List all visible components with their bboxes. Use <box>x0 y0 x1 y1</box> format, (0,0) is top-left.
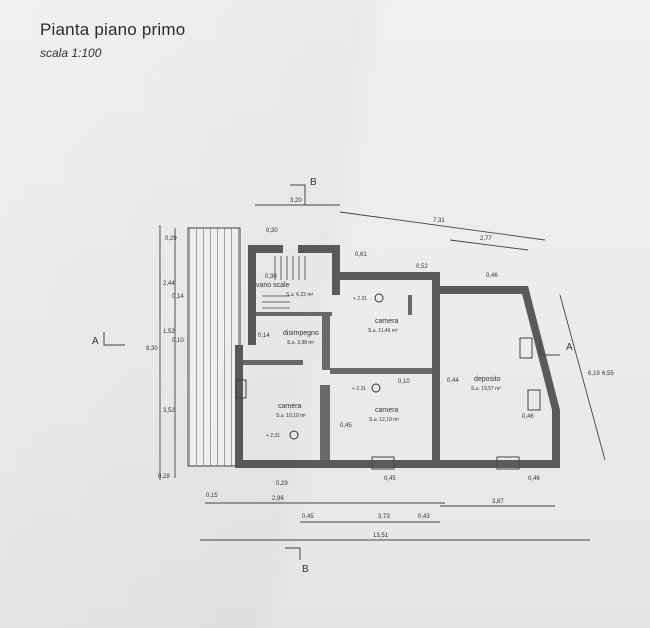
dim-left-3-52: 3,52 <box>163 408 175 414</box>
room-disimpegno-area: S.u. 3,98 m² <box>287 340 315 346</box>
dim-int-0-10: 0,10 <box>398 379 410 385</box>
dim-left-0-10: 0,10 <box>172 338 184 344</box>
wall-camera-north <box>332 272 432 280</box>
wall-disimpegno-south <box>243 360 303 365</box>
internal-stair <box>262 256 306 309</box>
wall-deposito-north <box>440 286 522 294</box>
wall-disimpegno-east <box>322 312 330 370</box>
level-marker-icon <box>374 293 384 303</box>
section-b-top-arrow <box>290 184 306 205</box>
dim-int-0-30-a: 0,30 <box>266 228 278 234</box>
dim-right-6-19: 6,19 <box>588 371 600 377</box>
room-disimpegno-name: disimpegno <box>283 330 319 337</box>
outer-walls <box>235 245 560 468</box>
window-s1 <box>371 456 395 470</box>
wall-south <box>235 460 440 468</box>
external-staircase-hatch <box>187 227 241 467</box>
room-vano-scale-name: vano scale <box>256 282 290 289</box>
dim-int-0-61: 0,61 <box>355 252 367 258</box>
room-camera-sw-area: S.u. 10,10 m² <box>276 413 306 419</box>
wall-west-upper <box>248 245 256 345</box>
dim-left-8-30: 8,30 <box>146 346 158 352</box>
room-camera-s-area: S.u. 12,19 m² <box>369 417 399 423</box>
room-vano-scale-area: S.u. 6,22 m² <box>286 292 314 298</box>
dim-bottom-0-43: 0,43 <box>418 514 430 520</box>
dim-int-0-52: 0,52 <box>416 264 428 270</box>
dim-int-0-30-b: 0,30 <box>265 274 277 280</box>
room-deposito-area: S.u. 19,57 m² <box>471 386 501 392</box>
dim-int-0-44: 0,44 <box>447 378 459 384</box>
wall-camera-sw-east <box>320 385 330 460</box>
drawing-title: Pianta piano primo <box>40 20 186 39</box>
dim-bottom-2-96: 2,96 <box>272 496 284 502</box>
dim-left-1-52: 1,52 <box>163 329 175 335</box>
dim-bottom-0-45: 0,45 <box>302 514 314 520</box>
section-a-left-arrow <box>103 332 125 346</box>
dim-int-0-45-a: 0,45 <box>340 423 352 429</box>
level-marks: + 2.31 + 2.31 + 2.31 <box>266 293 384 440</box>
dim-right-6-55: 6,55 <box>602 371 614 377</box>
wall-stair-landing <box>256 312 332 316</box>
section-a-left-label: A <box>92 336 99 347</box>
dim-bottom-13-51: 13,51 <box>373 533 389 539</box>
dim-left-0-14: 0,14 <box>172 294 184 300</box>
dim-left-2-44: 2,44 <box>163 281 175 287</box>
window-s2 <box>496 456 520 470</box>
wall-north-mid <box>298 245 340 253</box>
window-w1 <box>235 379 247 399</box>
dim-int-0-46-a: 0,46 <box>486 273 498 279</box>
level-2: + 2.31 <box>352 386 366 392</box>
dim-top-2-77: 2,77 <box>480 236 492 242</box>
wall-stair-east-upper <box>332 245 340 295</box>
windows <box>235 337 541 470</box>
level-3: + 2.31 <box>266 433 280 439</box>
interior-walls <box>243 295 432 460</box>
room-camera-north-name: camera <box>375 318 398 325</box>
dim-top-3-20: 3,20 <box>290 198 302 204</box>
section-a-right-arrow <box>539 340 560 356</box>
dimension-texts: 3,20 7,31 2,77 8,30 0,29 2,44 0,14 1,52 … <box>146 198 614 539</box>
section-a-right-label: A <box>566 342 573 353</box>
section-b-bottom-label: B <box>302 564 309 575</box>
level-marker-icon <box>371 383 381 393</box>
dim-left-0-29: 0,29 <box>165 236 177 242</box>
dim-int-0-45-b: 0,45 <box>384 476 396 482</box>
dim-left-0-28: 0,28 <box>158 474 170 480</box>
window-e2 <box>527 389 541 411</box>
wall-party-deposito <box>432 272 440 462</box>
level-marker-icon <box>289 430 299 440</box>
section-b-top-label: B <box>310 177 317 188</box>
room-camera-sw-name: camera <box>278 403 301 410</box>
dim-int-0-46-b: 0,46 <box>522 414 534 420</box>
dim-bottom-3-73: 3,73 <box>378 514 390 520</box>
dim-int-0-29: 0,29 <box>276 481 288 487</box>
room-deposito-name: deposito <box>474 376 501 383</box>
section-b-bottom-arrow <box>285 547 301 560</box>
level-1: + 2.31 <box>353 296 367 302</box>
dim-top-7-31: 7,31 <box>433 218 445 224</box>
room-camera-s-name: camera <box>375 407 398 414</box>
dim-int-0-14: 0,14 <box>258 333 270 339</box>
wall-stub <box>408 295 412 315</box>
dim-int-0-46-c: 0,46 <box>528 476 540 482</box>
section-marks <box>103 184 560 560</box>
wall-north-stair <box>248 245 283 253</box>
wall-camera-divider <box>330 368 432 374</box>
window-e1 <box>519 337 533 359</box>
drawing-scale: scala 1:100 <box>40 46 102 60</box>
dim-bottom-3-87: 3,87 <box>492 499 504 505</box>
wall-west-lower <box>235 345 243 467</box>
wall-deposito-south <box>440 460 560 468</box>
wall-deposito-east <box>552 410 560 468</box>
dimension-lines <box>159 204 606 541</box>
room-camera-north-area: S.u. 11,46 m² <box>368 328 398 334</box>
dim-bottom-0-15: 0,15 <box>206 493 218 499</box>
